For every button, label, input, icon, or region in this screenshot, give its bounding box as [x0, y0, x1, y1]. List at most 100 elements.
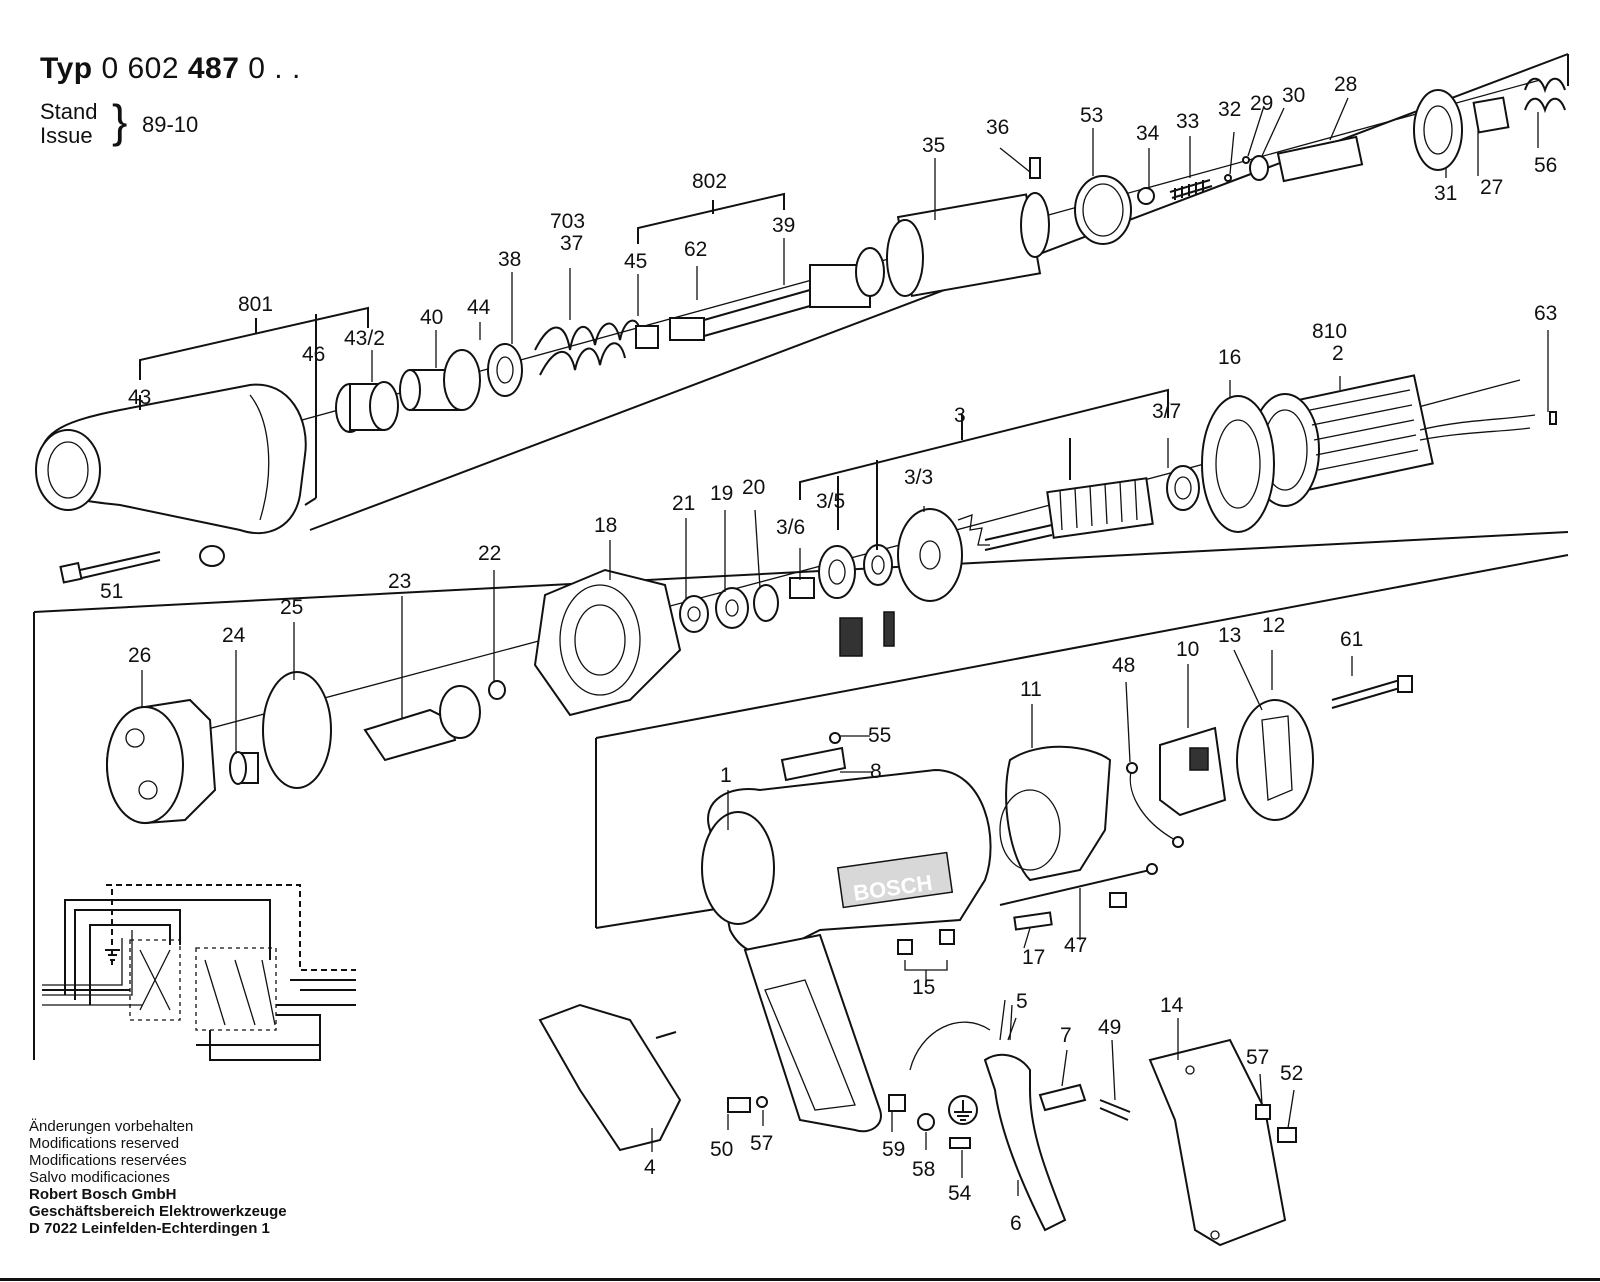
callout-15: 15	[912, 976, 935, 999]
gear-housing-part	[35, 383, 307, 535]
callout-43: 43	[128, 386, 151, 409]
callout-56: 56	[1534, 154, 1557, 177]
bearing-symbol-icon	[839, 617, 863, 657]
company-name: Robert Bosch GmbH	[29, 1186, 177, 1203]
callout-37: 37	[560, 232, 583, 255]
callout-45: 45	[624, 250, 647, 273]
callout-801: 801	[238, 293, 273, 316]
callout-62: 62	[684, 238, 707, 261]
callout-2: 2	[1332, 342, 1344, 365]
type-title: Typ 0 602 487 0 . .	[40, 52, 301, 86]
callout-3-7: 3/7	[1152, 400, 1181, 423]
callout-57b: 57	[750, 1132, 773, 1155]
callout-19: 19	[710, 482, 733, 505]
callout-20: 20	[742, 476, 765, 499]
callout-16: 16	[1218, 346, 1241, 369]
nut-part	[199, 545, 225, 567]
callout-1: 1	[720, 764, 732, 787]
callout-36: 36	[986, 116, 1009, 139]
note-line-en: Modifications reserved	[29, 1135, 180, 1152]
type-number-bold: 487	[187, 52, 240, 85]
callout-50: 50	[710, 1138, 733, 1161]
row3-parts: BOSCH	[538, 675, 1413, 1247]
callout-12: 12	[1262, 614, 1285, 637]
callout-17: 17	[1022, 946, 1045, 969]
callout-28: 28	[1334, 73, 1357, 96]
callout-3-6: 3/6	[776, 516, 805, 539]
type-suffix: 0 . .	[248, 52, 301, 85]
note-line-es: Salvo modificaciones	[29, 1169, 170, 1186]
note-line-de: Änderungen vorbehalten	[29, 1118, 194, 1135]
callout-46: 46	[302, 343, 325, 366]
callout-54: 54	[948, 1182, 972, 1205]
callout-48: 48	[1112, 654, 1135, 677]
callout-30: 30	[1282, 84, 1305, 107]
callout-3-3: 3/3	[904, 466, 933, 489]
callout-3: 3	[954, 404, 966, 427]
callout-8: 8	[870, 760, 882, 783]
issue-label: Issue	[40, 123, 93, 148]
bottom-rule	[0, 1278, 1600, 1281]
callout-53: 53	[1080, 104, 1103, 127]
brace-symbol: }	[112, 95, 128, 147]
callout-labels: 801 43 46 43/2 40 44 38 703 37 802 45 62…	[100, 73, 1557, 1235]
callout-10: 10	[1176, 638, 1199, 661]
frame-low-diagonal	[595, 554, 1569, 739]
callout-59: 59	[882, 1138, 905, 1161]
callout-40: 40	[420, 306, 443, 329]
callout-810: 810	[1312, 320, 1347, 343]
row2-parts	[106, 374, 1557, 825]
callout-23: 23	[388, 570, 411, 593]
row1-parts	[335, 77, 1566, 433]
callout-31: 31	[1434, 182, 1457, 205]
callout-33: 33	[1176, 110, 1199, 133]
callout-703: 703	[550, 210, 585, 233]
stand-label: Stand	[40, 99, 98, 124]
callout-24: 24	[222, 624, 246, 647]
callout-57: 57	[1246, 1046, 1269, 1069]
callout-11: 11	[1020, 678, 1042, 701]
callout-35: 35	[922, 134, 945, 157]
callout-6: 6	[1010, 1212, 1022, 1235]
type-number: 0 602	[101, 52, 180, 85]
callout-3-5: 3/5	[816, 490, 845, 513]
callout-4: 4	[644, 1156, 656, 1179]
issue-value: 89-10	[142, 112, 199, 137]
callout-21: 21	[672, 492, 695, 515]
callout-25: 25	[280, 596, 303, 619]
company-division: Geschäftsbereich Elektrowerkzeuge	[29, 1203, 287, 1220]
frame-mid-diagonal	[33, 531, 1569, 613]
bosch-badge	[836, 851, 954, 909]
callout-29: 29	[1250, 92, 1273, 115]
company-address: D 7022 Leinfelden-Echterdingen 1	[29, 1220, 270, 1237]
callout-32: 32	[1218, 98, 1241, 121]
callout-63: 63	[1534, 302, 1557, 325]
wiring-schematic	[42, 884, 356, 1061]
callout-55: 55	[868, 724, 891, 747]
callout-43-2: 43/2	[344, 327, 385, 350]
callout-13: 13	[1218, 624, 1241, 647]
callout-14: 14	[1160, 994, 1184, 1017]
footer-notes: Änderungen vorbehalten Modifications res…	[29, 1118, 287, 1237]
callout-34: 34	[1136, 122, 1160, 145]
callout-51: 51	[100, 580, 123, 603]
callout-27: 27	[1480, 176, 1503, 199]
callout-802: 802	[692, 170, 727, 193]
grease-symbol-icon	[883, 611, 895, 647]
callout-52: 52	[1280, 1062, 1303, 1085]
callout-22: 22	[478, 542, 501, 565]
callout-38: 38	[498, 248, 521, 271]
callout-26: 26	[128, 644, 151, 667]
callout-39: 39	[772, 214, 795, 237]
callout-44: 44	[467, 296, 491, 319]
type-label: Typ	[40, 52, 93, 85]
stand-issue-labels: Stand Issue	[40, 100, 98, 148]
callout-47: 47	[1064, 934, 1087, 957]
callout-5: 5	[1016, 990, 1028, 1013]
screw-51	[59, 551, 161, 584]
callout-58: 58	[912, 1158, 935, 1181]
callout-61: 61	[1340, 628, 1363, 651]
note-line-fr: Modifications reservées	[29, 1152, 187, 1169]
